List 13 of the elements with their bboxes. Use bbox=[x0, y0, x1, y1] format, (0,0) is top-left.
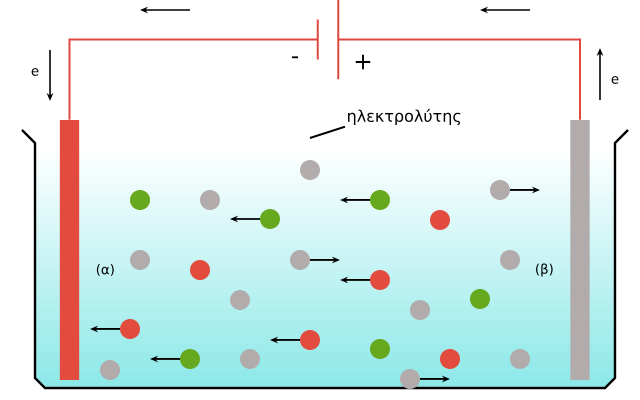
label: e bbox=[32, 68, 38, 76]
label: (α) bbox=[96, 264, 114, 276]
wire bbox=[338, 38, 581, 120]
wire bbox=[68, 38, 318, 120]
label: ηλεκτρολύτης bbox=[348, 108, 460, 126]
label: + bbox=[356, 54, 370, 70]
label: e bbox=[612, 76, 618, 84]
label: (β) bbox=[536, 264, 553, 276]
electrode bbox=[570, 120, 590, 380]
leader-line bbox=[310, 126, 346, 139]
label: - bbox=[292, 56, 298, 58]
electrode bbox=[60, 120, 80, 380]
battery-symbol bbox=[316, 0, 340, 80]
